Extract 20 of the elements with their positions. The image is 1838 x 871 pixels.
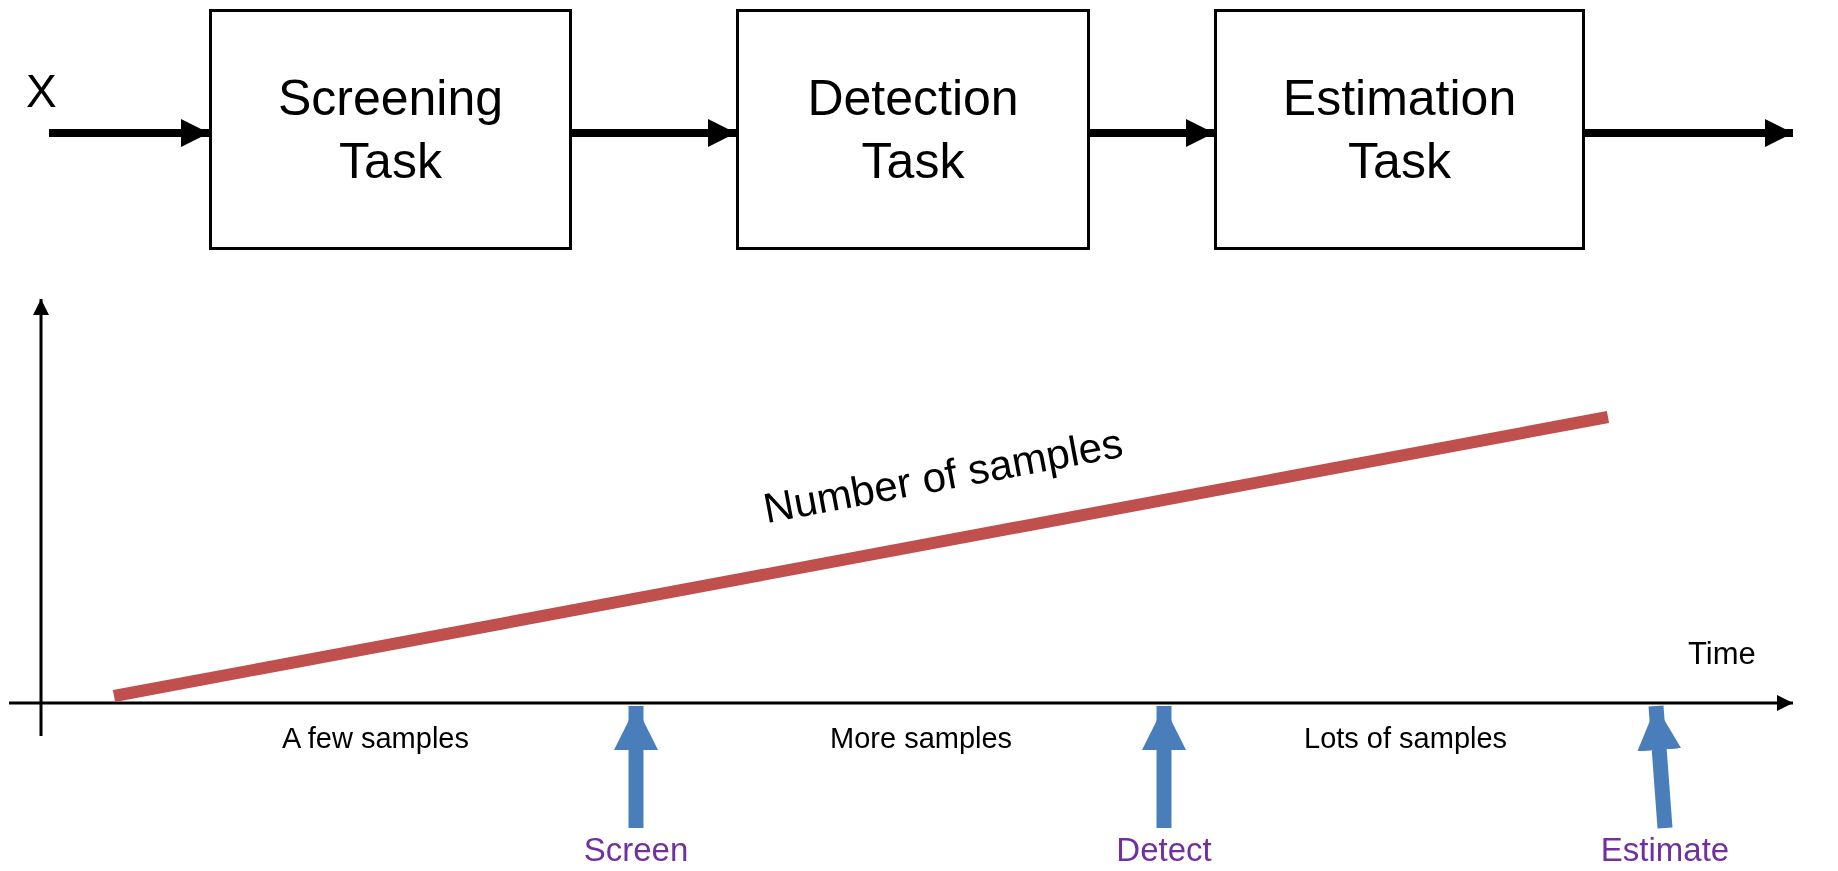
arrow — [572, 119, 736, 147]
box-label: Detection Task — [807, 69, 1019, 191]
pointer-arrow — [1637, 705, 1682, 829]
arrow — [1090, 119, 1214, 147]
axis-annotation: More samples — [830, 722, 1013, 755]
edge-label: X — [26, 64, 57, 118]
process-box — [1214, 9, 1585, 250]
box-label: Estimation Task — [1282, 69, 1517, 191]
process-box — [736, 9, 1090, 250]
pointer-arrow — [1142, 706, 1186, 828]
box-label: Screening Task — [277, 69, 504, 191]
stage-label: Detect — [1116, 831, 1212, 869]
axis-label: Time — [1688, 636, 1756, 672]
line-label: Number of samples — [759, 418, 1127, 534]
stage-label: Estimate — [1600, 831, 1730, 869]
axis-annotation: A few samples — [282, 722, 469, 755]
pointer-arrow — [614, 706, 658, 828]
axis-annotation: Lots of samples — [1304, 722, 1508, 755]
stage-label: Screen — [583, 831, 689, 869]
process-box — [209, 9, 572, 250]
